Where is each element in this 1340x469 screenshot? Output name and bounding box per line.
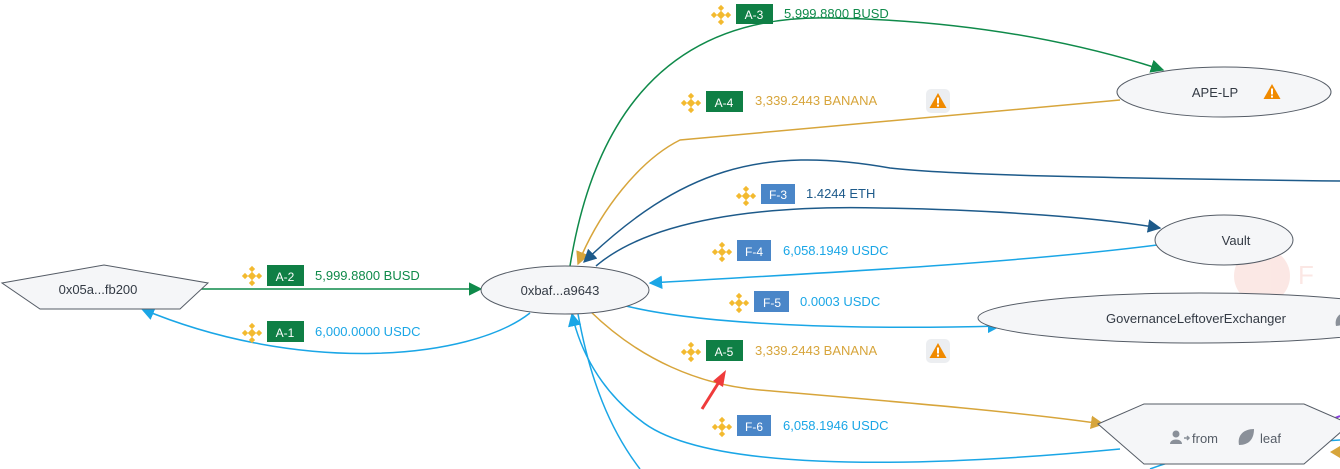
warning-icon (926, 339, 950, 363)
bnb-chain-icon (728, 292, 750, 314)
edge-label-f3[interactable]: F-3 1.4244 ETH (735, 184, 875, 207)
node-source-label: 0x05a...fb200 (59, 282, 138, 297)
node-ape-lp-label: APE-LP (1192, 85, 1238, 100)
node-governance[interactable]: GovernanceLeftoverExchanger (977, 292, 1340, 344)
edge-f4[interactable] (648, 244, 1158, 289)
svg-text:F-3: F-3 (769, 188, 787, 202)
svg-text:A-4: A-4 (715, 96, 734, 110)
edge-a1[interactable] (140, 307, 531, 355)
leaf-from-label: from (1192, 431, 1218, 446)
svg-text:6,000.0000 USDC: 6,000.0000 USDC (315, 324, 421, 339)
bnb-chain-icon (680, 341, 702, 363)
edge-label-a3[interactable]: A-3 5,999.8800 BUSD (710, 4, 889, 26)
gold-arrow-partial (1330, 446, 1340, 458)
edge-f6[interactable] (568, 312, 1121, 464)
warning-icon (926, 89, 950, 113)
edge-a5[interactable] (589, 310, 1105, 429)
edge-label-a2[interactable]: A-2 5,999.8800 BUSD (241, 265, 420, 287)
red-pointer-arrow (700, 370, 726, 410)
svg-text:A-5: A-5 (715, 345, 734, 359)
bnb-chain-icon (241, 265, 263, 287)
edge-label-a4[interactable]: A-4 3,339.2443 BANANA (680, 89, 950, 114)
bnb-chain-icon (241, 322, 263, 344)
leaf-icon (1238, 429, 1254, 445)
svg-text:0.0003 USDC: 0.0003 USDC (800, 294, 880, 309)
user-arrow-icon (1170, 430, 1191, 444)
node-ape-lp[interactable]: APE-LP (1116, 66, 1332, 118)
svg-text:6,058.1946 USDC: 6,058.1946 USDC (783, 418, 889, 433)
svg-text:F-5: F-5 (763, 296, 781, 310)
edge-a3[interactable] (569, 17, 1165, 267)
node-vault[interactable]: Vault (1154, 214, 1294, 266)
edge-label-f5[interactable]: F-5 0.0003 USDC (728, 291, 880, 314)
node-center[interactable]: 0xbaf...a9643 (480, 265, 650, 315)
svg-text:3,339.2443 BANANA: 3,339.2443 BANANA (755, 93, 877, 108)
svg-text:A-2: A-2 (276, 270, 295, 284)
edge-f5[interactable] (621, 304, 1002, 334)
edge-f3[interactable] (595, 206, 1162, 267)
edge-label-a5[interactable]: A-5 3,339.2443 BANANA (680, 339, 950, 363)
bnb-chain-icon (711, 241, 733, 263)
svg-text:F-4: F-4 (745, 245, 763, 259)
node-leaf[interactable]: from leaf (1097, 403, 1340, 465)
node-source[interactable]: 0x05a...fb200 (0, 264, 210, 310)
edge-a4[interactable] (576, 99, 1121, 266)
svg-text:3,339.2443 BANANA: 3,339.2443 BANANA (755, 343, 877, 358)
svg-text:A-3: A-3 (745, 8, 764, 22)
node-vault-label: Vault (1222, 233, 1251, 248)
bnb-chain-icon (680, 92, 702, 114)
svg-text:5,999.8800 BUSD: 5,999.8800 BUSD (315, 268, 420, 283)
bnb-chain-icon (711, 416, 733, 438)
svg-text:1.4244 ETH: 1.4244 ETH (806, 186, 875, 201)
leaf-leaf-label: leaf (1260, 431, 1281, 446)
svg-text:F: F (1298, 260, 1314, 290)
edge-label-f6[interactable]: F-6 6,058.1946 USDC (711, 415, 889, 438)
bnb-chain-icon (735, 185, 757, 207)
leaf-icon (1335, 314, 1340, 326)
node-center-label: 0xbaf...a9643 (521, 283, 600, 298)
svg-text:A-1: A-1 (276, 326, 295, 340)
edge-label-f4[interactable]: F-4 6,058.1949 USDC (711, 240, 889, 263)
svg-text:5,999.8800 BUSD: 5,999.8800 BUSD (784, 6, 889, 21)
svg-text:F-6: F-6 (745, 420, 763, 434)
svg-text:6,058.1949 USDC: 6,058.1949 USDC (783, 243, 889, 258)
bnb-chain-icon (710, 4, 732, 26)
node-governance-label: GovernanceLeftoverExchanger (1106, 311, 1287, 326)
edge-navy-incoming[interactable] (583, 159, 1340, 263)
edge-partial-bottom (577, 313, 641, 469)
edge-label-a1[interactable]: A-1 6,000.0000 USDC (241, 321, 421, 344)
warning-icon (1263, 84, 1281, 99)
